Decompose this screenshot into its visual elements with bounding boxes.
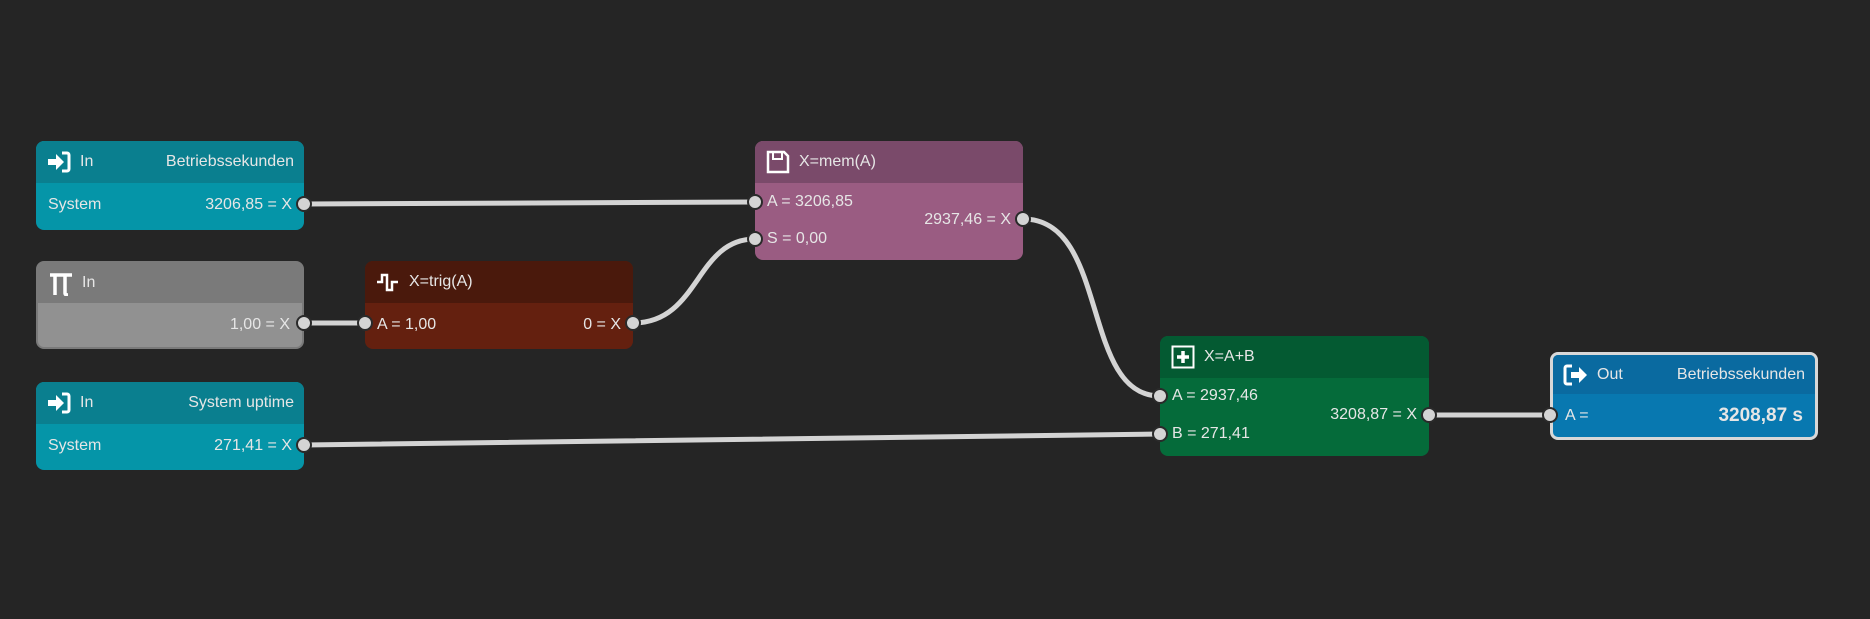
plus-box-icon (1170, 344, 1196, 370)
node-title: X=mem(A) (799, 153, 876, 170)
input-arrow-icon (46, 390, 72, 416)
port-mem-s-in[interactable] (747, 231, 763, 247)
pulse-icon (48, 270, 74, 296)
node-name: Betriebssekunden (1676, 365, 1805, 383)
output-value: 3206,85 = X (205, 196, 292, 213)
node-type: In (80, 153, 94, 170)
input-s: S = 0,00 (767, 230, 828, 247)
output-display-value: 3208,87 s (1718, 405, 1803, 426)
port-out-a-in[interactable] (1542, 407, 1558, 423)
output-arrow-icon (1563, 362, 1589, 388)
input-a: A = 1,00 (377, 316, 437, 333)
wire-mem-add[interactable] (1020, 216, 1163, 399)
trigger-icon (375, 269, 401, 295)
port-mem-out[interactable] (1015, 211, 1031, 227)
add-node[interactable]: X=A+B A = 2937,46 3208,87 = X B = 271,41 (1160, 336, 1429, 456)
output-value: 0 = X (583, 316, 621, 333)
port-trig-a-in[interactable] (357, 315, 373, 331)
wire-trig-mem[interactable] (630, 236, 758, 326)
node-name: Betriebssekunden (165, 153, 294, 170)
wire-uptime-add[interactable] (301, 431, 1163, 448)
node-title: X=A+B (1204, 348, 1255, 365)
input-node-pulse[interactable]: In 1,00 = X (36, 261, 304, 349)
source-label: System (48, 437, 102, 454)
output-value: 2937,46 = X (924, 211, 1011, 228)
node-title: X=trig(A) (409, 273, 473, 290)
port-trig-out[interactable] (625, 315, 641, 331)
floppy-disk-icon (765, 149, 791, 175)
wire-in1-mem[interactable] (301, 199, 758, 207)
port-mem-a-in[interactable] (747, 194, 763, 210)
port-add-b-in[interactable] (1152, 426, 1168, 442)
input-a: A = 3206,85 (767, 193, 853, 210)
port-add-out[interactable] (1421, 407, 1437, 423)
port-uptime-out[interactable] (296, 437, 312, 453)
node-type: In (80, 394, 94, 411)
port-pi-out[interactable] (296, 315, 312, 331)
output-node-betriebssekunden[interactable]: Out Betriebssekunden A = 3208,87 s (1550, 352, 1818, 440)
input-node-betriebssekunden[interactable]: In Betriebssekunden System 3206,85 = X (36, 141, 304, 230)
node-type: Out (1597, 365, 1623, 383)
input-node-system-uptime[interactable]: In System uptime System 271,41 = X (36, 382, 304, 470)
node-type: In (82, 274, 96, 291)
source-label: System (48, 196, 102, 213)
port-add-a-in[interactable] (1152, 388, 1168, 404)
input-a: A = (1565, 407, 1589, 424)
output-value: 1,00 = X (229, 316, 290, 333)
input-b: B = 271,41 (1172, 425, 1250, 442)
mem-node[interactable]: X=mem(A) A = 3206,85 2937,46 = X S = 0,0… (755, 141, 1023, 260)
port-in1-out[interactable] (296, 196, 312, 212)
output-value: 3208,87 = X (1330, 406, 1417, 423)
input-arrow-icon (46, 149, 72, 175)
output-value: 271,41 = X (214, 437, 292, 454)
node-name: System uptime (188, 394, 294, 411)
input-a: A = 2937,46 (1172, 387, 1258, 404)
trig-node[interactable]: X=trig(A) A = 1,00 0 = X (365, 261, 633, 349)
